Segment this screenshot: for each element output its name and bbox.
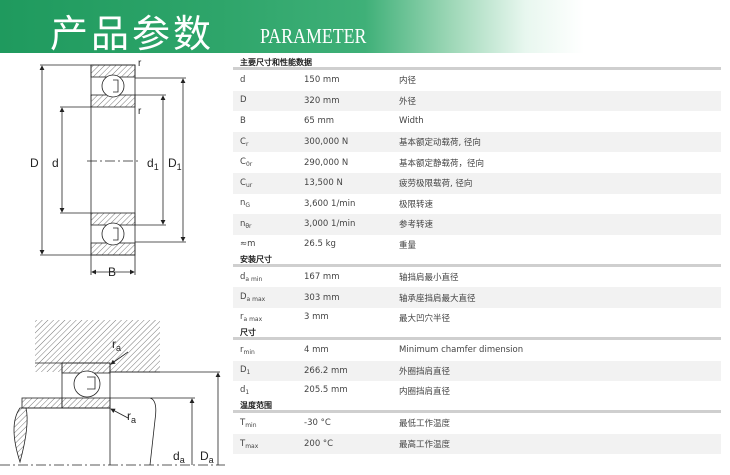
section-title: 尺寸 [233, 325, 721, 340]
row-symbol: d [240, 74, 246, 85]
table-row: ra max 3 mm 最大凹穴半径 [233, 308, 721, 325]
row-value: -30 °C [304, 418, 331, 429]
row-description: 最高工作温度 [399, 440, 451, 451]
row-value: 200 °C [304, 439, 334, 450]
row-description: 基本额定动载荷, 径向 [399, 138, 481, 149]
row-description: 内圈挡肩直径 [399, 387, 451, 398]
section-title: 安装尺寸 [233, 252, 721, 267]
row-symbol: d1 [240, 385, 250, 397]
row-value: 65 mm [304, 116, 335, 127]
table-row: B 65 mm Width [233, 111, 721, 132]
row-value: 320 mm [304, 95, 340, 106]
row-symbol: Cr [240, 136, 249, 148]
row-description: 外圈挡肩直径 [399, 366, 451, 377]
label-D1: D1 [168, 156, 182, 172]
row-description: 轴挡肩最小直径 [399, 273, 459, 284]
label-ra-top: ra [112, 337, 121, 353]
row-description: 极限转速 [399, 199, 434, 210]
row-symbol: D [240, 95, 247, 106]
row-symbol: rmin [240, 344, 255, 356]
row-description: 内径 [399, 76, 417, 87]
row-description: 参考转速 [399, 220, 434, 231]
row-symbol: Tmax [240, 438, 259, 450]
row-symbol: Tmin [240, 417, 257, 429]
row-symbol: C0r [240, 157, 253, 169]
banner-title-en: PARAMETER [260, 24, 367, 48]
table-row: Tmax 200 °C 最高工作温度 [233, 433, 721, 455]
row-value: 26.5 kg [304, 238, 336, 249]
row-symbol: nθr [240, 218, 252, 230]
table-row: nθr 3,000 1/min 参考转速 [233, 214, 721, 235]
row-description: 最大凹穴半径 [399, 313, 451, 324]
table-row: Da max 303 mm 轴承座挡肩最大直径 [233, 287, 721, 308]
row-symbol: Da max [240, 292, 266, 304]
row-value: 266.2 mm [304, 365, 348, 376]
row-symbol: Cur [240, 177, 253, 189]
label-r-top: r [138, 58, 142, 69]
row-symbol: nG [240, 198, 251, 210]
bearing-cross-section [39, 64, 186, 275]
row-value: 205.5 mm [304, 385, 348, 396]
banner-title-cn: 产品参数 [50, 12, 215, 56]
row-description: Minimum chamfer dimension [399, 345, 524, 356]
label-ra-bottom: ra [127, 409, 136, 425]
row-value: 150 mm [304, 75, 340, 86]
row-value: 303 mm [304, 292, 340, 303]
table-row: Tmin -30 °C 最低工作温度 [233, 413, 721, 434]
table-row: da min 167 mm 轴挡肩最小直径 [233, 267, 721, 288]
row-description: 最低工作温度 [399, 419, 451, 430]
table-row: D1 266.2 mm 外圈挡肩直径 [233, 360, 721, 382]
table-row: d 150 mm 内径 [233, 70, 721, 91]
table-row: d1 205.5 mm 内圈挡肩直径 [233, 381, 721, 398]
row-description: 外径 [399, 96, 417, 107]
row-description: 基本额定静载荷，径向 [399, 158, 485, 169]
row-value: 3 mm [304, 311, 329, 322]
label-da: da [173, 449, 185, 465]
header-banner: 产品参数 PARAMETER [0, 0, 730, 56]
row-value: 3,000 1/min [304, 219, 356, 230]
row-value: 300,000 N [304, 137, 349, 148]
row-value: 290,000 N [304, 157, 349, 168]
row-symbol: ≈m [240, 238, 256, 249]
row-value: 3,600 1/min [304, 198, 356, 209]
table-row: ≈m 26.5 kg 重量 [233, 235, 721, 252]
row-description: 重量 [399, 240, 417, 251]
table-row: rmin 4 mm Minimum chamfer dimension [233, 340, 721, 361]
row-symbol: ra max [240, 311, 263, 323]
row-value: 13,500 N [304, 178, 343, 189]
row-value: 4 mm [304, 345, 329, 356]
label-Da: Da [200, 449, 214, 465]
table-row: Cur 13,500 N 疲劳极限载荷, 径向 [233, 172, 721, 194]
section-title: 温度范围 [233, 398, 721, 414]
table-row: Cr 300,000 N 基本额定动载荷, 径向 [233, 131, 721, 153]
label-r-mid: r [138, 106, 142, 117]
row-description: Width [399, 116, 424, 127]
table-row: C0r 290,000 N 基本额定静载荷，径向 [233, 152, 721, 173]
table-row: D 320 mm 外径 [233, 90, 721, 112]
label-D: D [30, 156, 39, 170]
mounting-drawing [0, 320, 225, 466]
row-symbol: da min [240, 271, 263, 283]
row-description: 疲劳极限载荷, 径向 [399, 179, 473, 190]
row-symbol: B [240, 115, 246, 126]
row-symbol: D1 [240, 365, 251, 377]
row-value: 167 mm [304, 272, 340, 283]
table-row: nG 3,600 1/min 极限转速 [233, 194, 721, 215]
row-description: 轴承座挡肩最大直径 [399, 293, 476, 304]
bearing-drawings: D d d1 D1 B r r ra ra da Da [0, 58, 225, 466]
label-d1: d1 [147, 156, 159, 172]
section-title: 主要尺寸和性能数据 [233, 55, 721, 70]
label-B: B [108, 265, 116, 279]
label-d: d [52, 156, 59, 170]
